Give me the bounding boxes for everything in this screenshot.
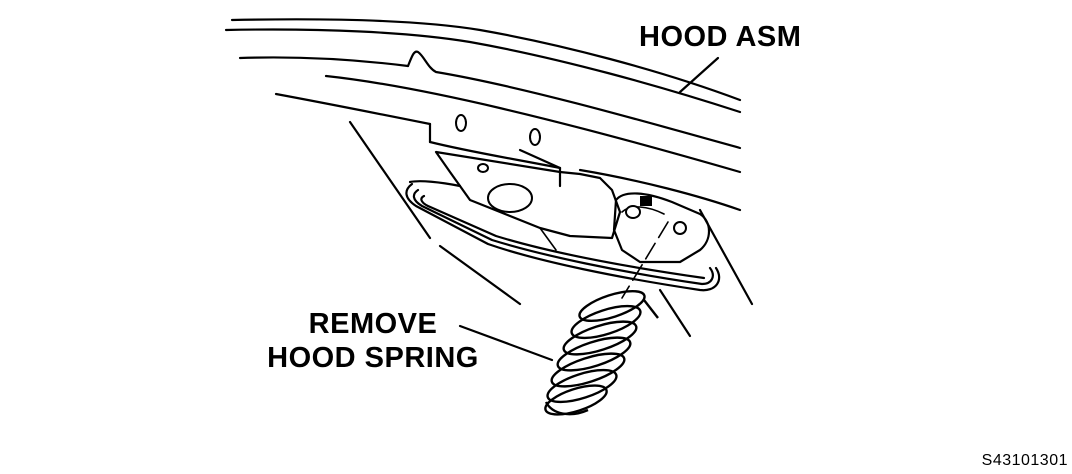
spring-anchor-plate (612, 192, 711, 264)
remove-hood-spring-callout: REMOVE HOOD SPRING (258, 307, 488, 375)
hood-bracket (434, 114, 622, 251)
remove-callout-line-1: REMOVE (308, 308, 438, 340)
remove-spring-leader-line (458, 324, 554, 362)
hood-panel (224, 18, 754, 338)
remove-callout-line-2: HOOD SPRING (267, 342, 479, 374)
hood-spring (544, 289, 659, 416)
hood-seal (405, 180, 721, 292)
hood-asm-callout: HOOD ASM (639, 21, 802, 53)
alignment-line (621, 221, 669, 299)
hood-asm-leader-line (678, 56, 720, 94)
figure-code: S43101301 (981, 452, 1068, 469)
